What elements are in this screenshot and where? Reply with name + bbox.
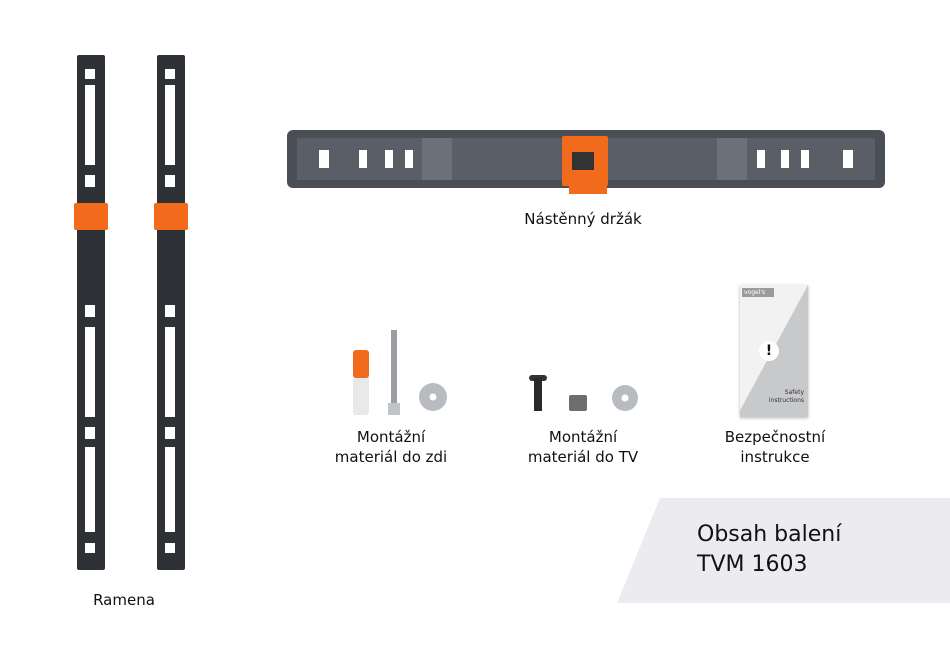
safety-label: Bezpečnostní instrukce bbox=[695, 427, 855, 467]
banner-title: Obsah balení TVM 1603 bbox=[697, 520, 841, 580]
wall-bracket-label: Nástěnný držák bbox=[524, 210, 642, 228]
tv-mounting-kit bbox=[529, 375, 638, 411]
brand-logo: vogel's bbox=[742, 288, 774, 297]
safety-label-line: Bezpečnostní bbox=[724, 428, 826, 446]
wall-kit-label: Montážní materiál do zdi bbox=[311, 427, 471, 467]
banner-background bbox=[617, 498, 950, 603]
arm-left bbox=[74, 55, 108, 570]
spacer-icon bbox=[569, 395, 587, 411]
washer-icon bbox=[419, 383, 447, 411]
card-text-line: Safety bbox=[784, 389, 804, 396]
arm-clip bbox=[154, 203, 188, 230]
wall-mounting-kit bbox=[353, 330, 447, 415]
warning-icon: ! bbox=[759, 341, 779, 361]
wall-kit-label-line: Montážní bbox=[356, 428, 426, 446]
banner-line-2: TVM 1603 bbox=[697, 552, 808, 577]
banner-line-1: Obsah balení bbox=[697, 522, 842, 547]
tv-kit-label-line: Montážní bbox=[548, 428, 618, 446]
wall-plug-icon bbox=[353, 350, 369, 415]
safety-label-line: instrukce bbox=[740, 448, 810, 466]
wall-kit-label-line: materiál do zdi bbox=[334, 448, 448, 466]
arm-right bbox=[154, 55, 188, 570]
wall-bracket bbox=[287, 130, 885, 194]
screw-icon bbox=[388, 330, 400, 415]
tv-kit-label: Montážní materiál do TV bbox=[503, 427, 663, 467]
arms-label: Ramena bbox=[93, 591, 155, 609]
washer-icon bbox=[612, 385, 638, 411]
arm-clip bbox=[74, 203, 108, 230]
card-text-line: instructions bbox=[768, 397, 804, 404]
bolt-icon bbox=[529, 375, 547, 411]
tv-kit-label-line: materiál do TV bbox=[527, 448, 639, 466]
